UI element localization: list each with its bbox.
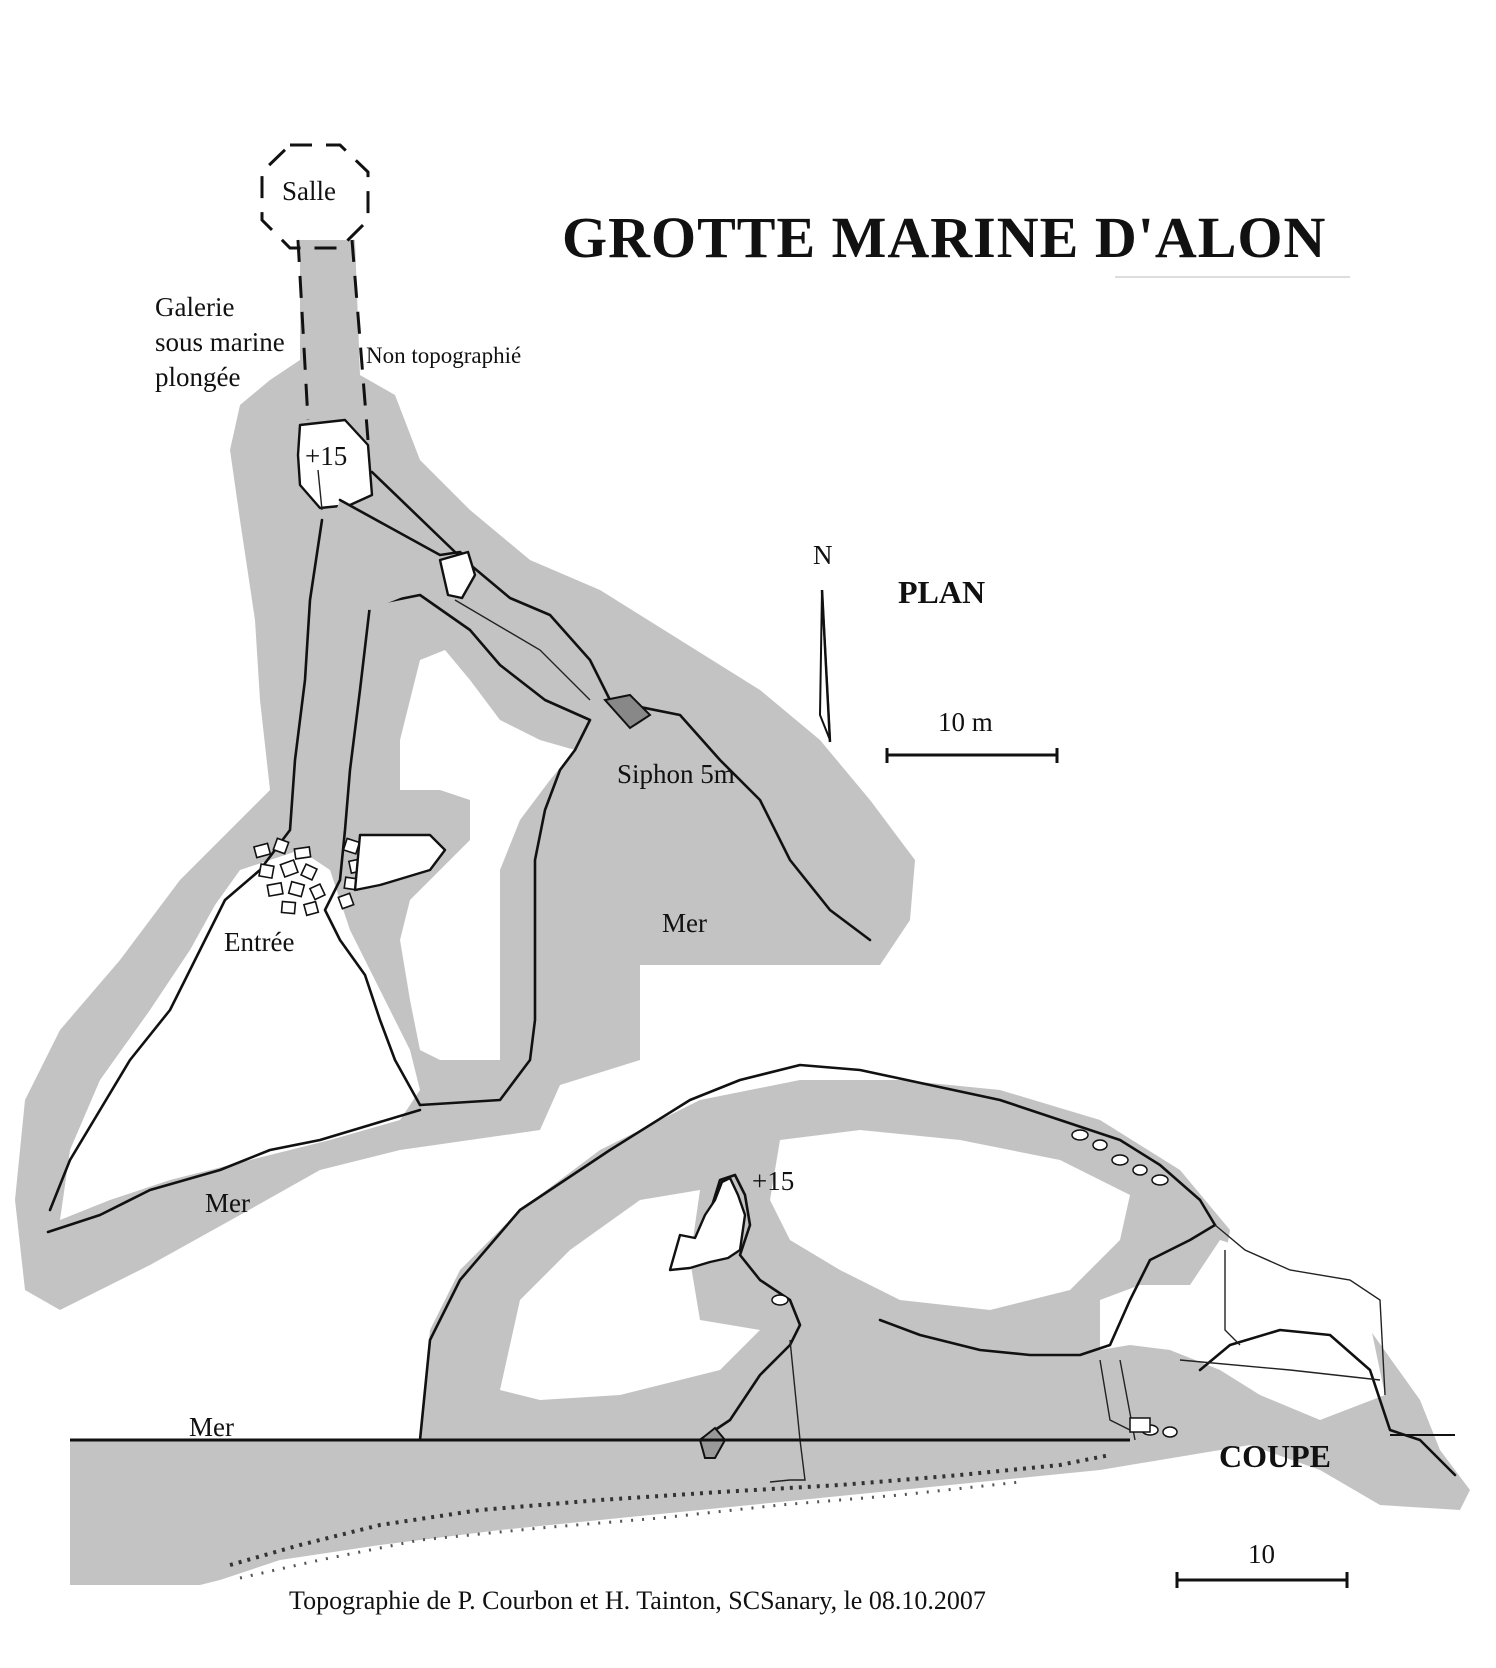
plan-salle-outline — [260, 143, 370, 250]
label-galerie-1: Galerie — [155, 292, 234, 322]
plan-view — [15, 143, 915, 1310]
plan-wall-outer-south — [46, 1108, 422, 1234]
plan-void-left — [400, 650, 575, 1060]
label-entree: Entrée — [224, 927, 294, 957]
credit-line: Topographie de P. Courbon et H. Tainton,… — [289, 1586, 986, 1615]
plan-wall-siphon-in — [368, 593, 592, 1107]
coupe-heading: COUPE — [1219, 1438, 1331, 1474]
map-title: GROTTE MARINE D'ALON — [562, 205, 1326, 270]
coupe-rock-in-sea — [698, 1426, 727, 1459]
coupe-crack — [769, 1339, 806, 1483]
plan-triangle-chamber — [325, 500, 445, 610]
plan-siphon-patch — [603, 693, 652, 730]
coupe-void-west — [500, 1190, 760, 1400]
plan-wall-west — [48, 518, 324, 1212]
label-mer-inner: Mer — [662, 908, 707, 938]
coupe-void-dome — [770, 1130, 1130, 1310]
label-coupe-plus15: +15 — [752, 1166, 794, 1196]
label-galerie-3: plongée — [155, 362, 240, 392]
plan-north-arrow — [818, 589, 832, 743]
plan-heading: PLAN — [898, 574, 985, 610]
plan-wall-east-1 — [323, 603, 422, 1107]
plan-narrow — [438, 550, 477, 600]
plan-scale-label: 10 m — [938, 707, 993, 737]
coupe-seabed-2 — [239, 1480, 1021, 1580]
label-plan-plus15: +15 — [305, 441, 347, 471]
coupe-view — [70, 1063, 1470, 1585]
plan-side-chamber — [353, 833, 447, 892]
coupe-inner-ceiling — [698, 1173, 802, 1442]
coupe-roof — [418, 1063, 1217, 1442]
coupe-east-fractures — [1099, 1224, 1386, 1441]
coupe-scale-label: 10 — [1248, 1539, 1275, 1569]
coupe-void-east — [1100, 1240, 1385, 1420]
coupe-plus15-profile — [668, 1176, 747, 1272]
plan-submarine-gallery — [296, 239, 370, 441]
label-coupe-mer: Mer — [189, 1412, 234, 1442]
label-mer-outer: Mer — [205, 1188, 250, 1218]
plan-void-entrance — [60, 850, 420, 1220]
plan-passage-stub — [317, 469, 323, 511]
north-label: N — [813, 540, 833, 570]
plan-scale-bar — [885, 748, 1059, 763]
label-galerie-2: sous marine — [155, 327, 285, 357]
label-non-topographie: Non topographié — [366, 343, 521, 368]
coupe-scale-bar — [1175, 1572, 1349, 1588]
label-siphon: Siphon 5m — [617, 759, 735, 789]
label-salle: Salle — [282, 176, 336, 206]
coupe-boulders — [771, 1129, 1178, 1438]
coupe-dome-floor — [878, 1223, 1217, 1357]
